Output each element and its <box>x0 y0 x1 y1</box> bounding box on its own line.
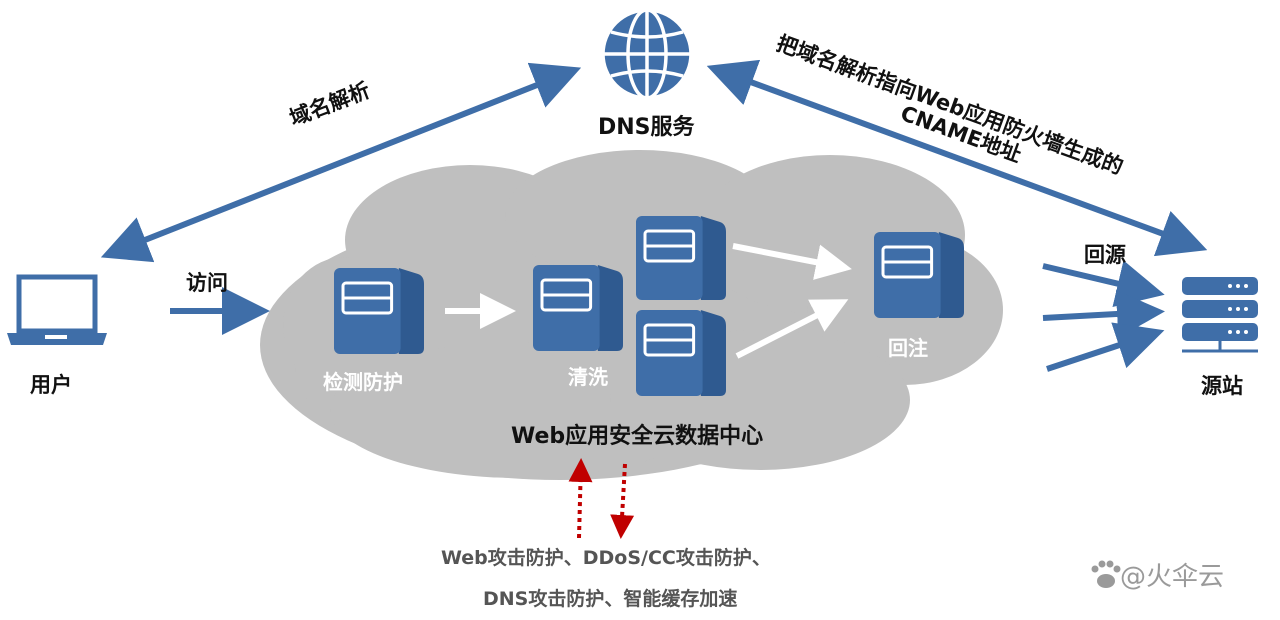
paw-icon <box>1091 560 1121 588</box>
reinject-label: 回注 <box>888 336 928 360</box>
blue-arrows <box>100 59 1208 372</box>
server-reinject-icon <box>874 232 964 318</box>
arrow-back-to-origin-2 <box>1042 289 1165 338</box>
arrow-features-up <box>568 458 593 539</box>
server-rack-icon <box>1182 277 1258 353</box>
arrow-user-dns <box>100 62 582 263</box>
back-to-origin-label: 回源 <box>1084 243 1126 267</box>
clean-label: 清洗 <box>568 365 608 389</box>
server-clean-top-icon <box>636 216 726 300</box>
features-line1: Web攻击防护、DDoS/CC攻击防护、 <box>441 547 771 569</box>
arrow-back-to-origin-3 <box>1046 322 1165 372</box>
watermark-text: @火伞云 <box>1120 562 1225 592</box>
arrow-dns-origin <box>706 59 1208 257</box>
user-label: 用户 <box>30 373 72 397</box>
server-clean-icon <box>533 265 623 351</box>
detect-label: 检测防护 <box>323 370 403 394</box>
arrow-back-to-origin-1 <box>1042 260 1165 308</box>
features-line2: DNS攻击防护、智能缓存加速 <box>483 588 738 610</box>
arrow-features-down <box>610 463 635 539</box>
server-detect-icon <box>334 268 424 354</box>
visit-label: 访问 <box>186 271 228 295</box>
arrow-clean-to-reinject-bottom <box>735 299 849 359</box>
server-clean-bottom-icon <box>636 310 726 396</box>
dns-label: DNS服务 <box>598 115 695 140</box>
red-dotted-arrows <box>568 458 635 539</box>
globe-icon <box>601 8 693 100</box>
origin-label: 源站 <box>1201 374 1243 398</box>
laptop-icon <box>7 274 107 345</box>
datacenter-label: Web应用安全云数据中心 <box>511 424 764 449</box>
